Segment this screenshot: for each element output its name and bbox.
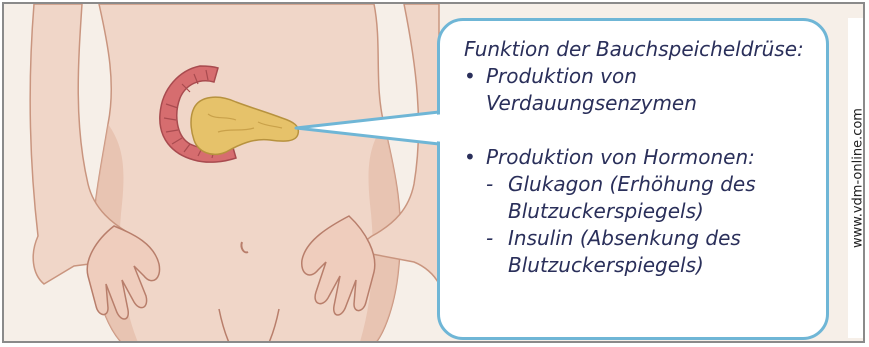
dash: - bbox=[486, 225, 508, 252]
list-item-hormones: •Produktion von Hormonen: bbox=[464, 144, 824, 171]
bullet: • bbox=[464, 63, 486, 90]
sub-item-continuation: Blutzuckerspiegels) bbox=[464, 198, 824, 225]
list-item-digestive-enzymes: •Produktion von bbox=[464, 63, 824, 90]
bullet: • bbox=[464, 144, 486, 171]
list-item-text: Produktion von Hormonen: bbox=[486, 145, 755, 169]
bubble-title: Funktion der Bauchspeicheldrüse: bbox=[464, 36, 824, 63]
list-item-continuation: Verdauungsenzymen bbox=[464, 90, 824, 117]
sub-item-glucagon: -Glukagon (Erhöhung des bbox=[464, 171, 824, 198]
sub-item-text: Insulin (Absenkung des bbox=[508, 226, 741, 250]
credit-strip: www.vdm-online.com bbox=[848, 18, 865, 338]
credit-text: www.vdm-online.com bbox=[851, 108, 866, 248]
list-item-text: Produktion von bbox=[486, 64, 637, 88]
sub-item-continuation: Blutzuckerspiegels) bbox=[464, 252, 824, 279]
figure-frame: Funktion der Bauchspeicheldrüse: •Produk… bbox=[2, 2, 865, 343]
bubble-text: Funktion der Bauchspeicheldrüse: •Produk… bbox=[464, 36, 824, 279]
sub-item-text: Glukagon (Erhöhung des bbox=[508, 172, 756, 196]
sub-item-insulin: -Insulin (Absenkung des bbox=[464, 225, 824, 252]
dash: - bbox=[486, 171, 508, 198]
